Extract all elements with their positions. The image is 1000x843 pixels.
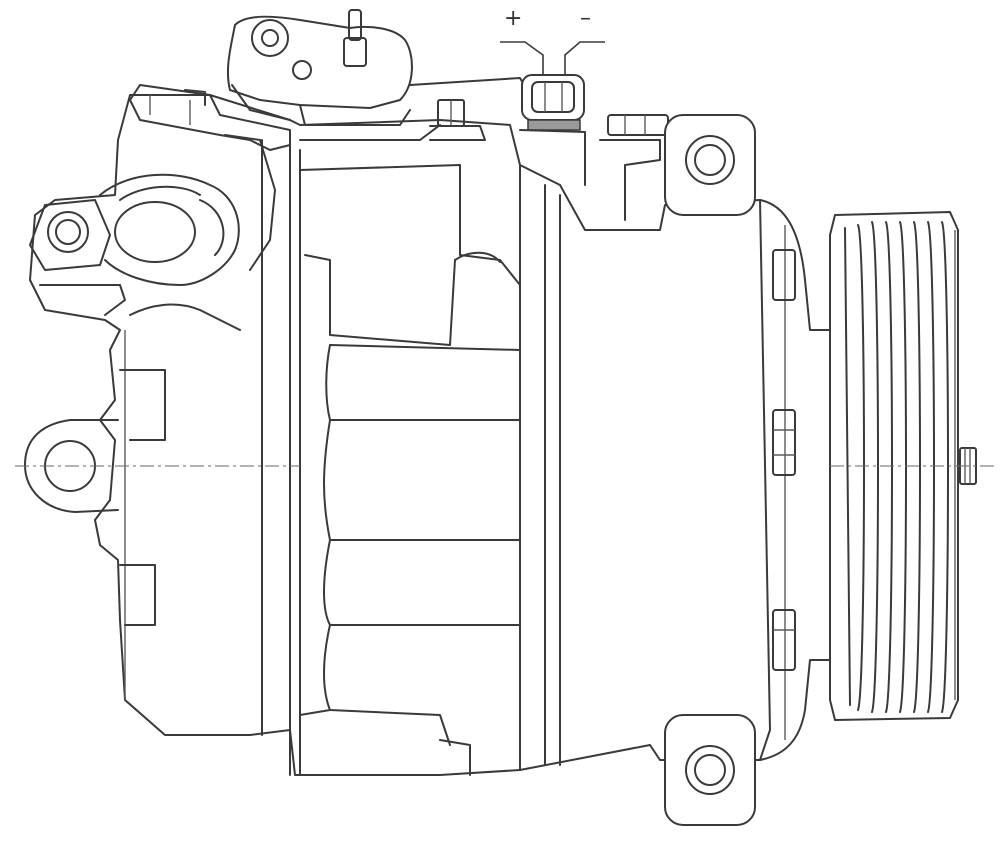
top-right-mount-ear xyxy=(664,114,756,216)
compressor-body xyxy=(29,94,771,776)
top-bolt xyxy=(429,99,486,141)
bottom-right-mount-ear xyxy=(664,714,756,826)
top-manifold xyxy=(226,9,531,141)
clutch-connector: + – xyxy=(500,6,605,186)
rear-head-fittings xyxy=(29,84,291,331)
body-seams xyxy=(124,139,561,776)
shaft-nose xyxy=(830,447,995,485)
left-mount-ear xyxy=(15,369,300,626)
cylinder-bulge xyxy=(299,164,521,776)
side-fitting xyxy=(599,114,669,221)
positive-terminal-label: + xyxy=(504,6,522,31)
clutch-housing xyxy=(759,199,831,761)
negative-terminal-label: – xyxy=(580,6,591,31)
